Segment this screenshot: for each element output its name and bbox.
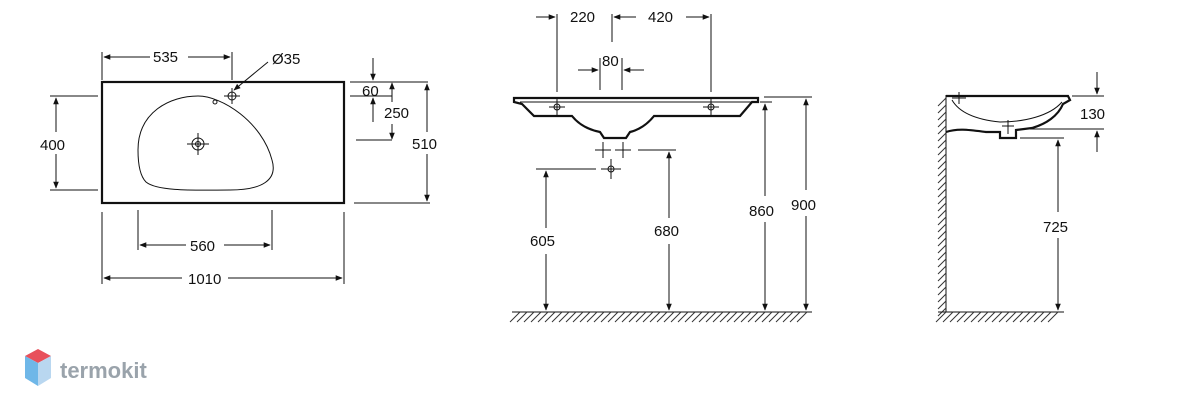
- tap-marker-left: [549, 99, 565, 115]
- overflow-hole: [212, 99, 218, 105]
- dim-220: 220: [570, 9, 595, 26]
- dim-420: 420: [648, 9, 673, 26]
- dim-80: 80: [602, 53, 619, 70]
- supply-markers: [595, 142, 631, 158]
- dim-60: 60: [362, 83, 379, 100]
- logo-text: termokit: [60, 358, 147, 383]
- basin-side-profile: [945, 94, 1072, 140]
- dim-860: 860: [749, 203, 774, 220]
- dim-680: 680: [654, 223, 679, 240]
- dim-400: 400: [40, 137, 65, 154]
- tap-marker-right: [703, 99, 719, 115]
- drain-marker: [601, 159, 621, 179]
- floor-hatch-front: [509, 311, 808, 323]
- tap-hole: [224, 88, 240, 104]
- dim-725: 725: [1043, 219, 1068, 236]
- dim-605: 605: [530, 233, 555, 250]
- dim-130: 130: [1080, 106, 1105, 123]
- side-tap-marker: [952, 92, 966, 104]
- dim-diameter-35: Ø35: [272, 51, 300, 68]
- logo-hexagon-icon: [25, 349, 51, 386]
- wall-hatch: [937, 97, 947, 317]
- termokit-logo: termokit: [25, 349, 147, 386]
- front-view: 220 420 80 605 680 860 900: [509, 9, 816, 323]
- basin-bowl: [137, 95, 274, 191]
- dim-900: 900: [791, 197, 816, 214]
- dim-250: 250: [384, 105, 409, 122]
- floor-hatch-side: [935, 311, 1059, 323]
- drain-hole: [187, 133, 209, 155]
- dim-1010: 1010: [188, 271, 221, 288]
- side-view: 130 725: [935, 72, 1105, 323]
- basin-outline-top: [100, 80, 346, 205]
- basin-front-profile: [512, 96, 760, 140]
- dim-510: 510: [412, 136, 437, 153]
- top-view: 535 Ø35 60 250 510 400 560: [40, 49, 437, 288]
- dim-560: 560: [190, 238, 215, 255]
- dim-535: 535: [153, 49, 178, 66]
